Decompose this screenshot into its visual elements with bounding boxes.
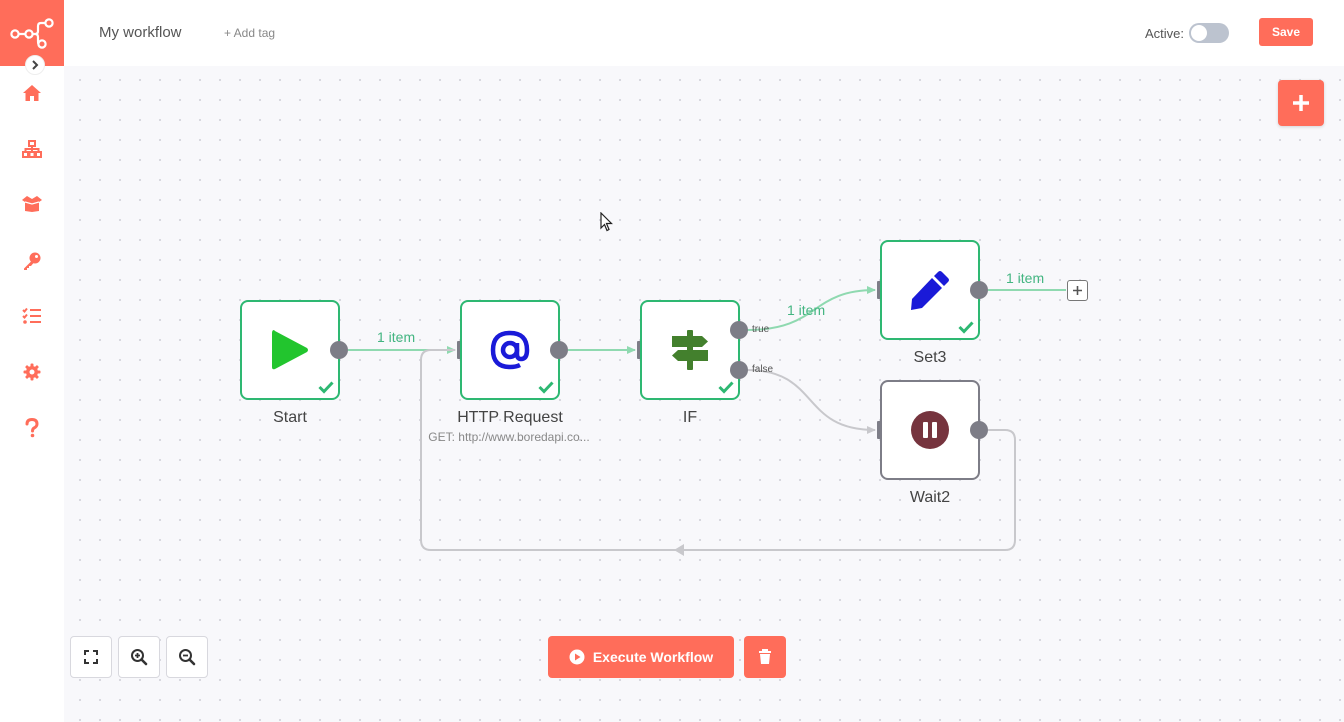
node-label-if: IF — [682, 409, 698, 426]
pen-icon — [911, 271, 949, 310]
mouse-pointer-icon — [600, 212, 613, 232]
plus-icon — [1073, 286, 1082, 295]
toggle-knob — [1191, 25, 1207, 41]
zoom-out-button[interactable] — [166, 636, 208, 678]
active-toggle[interactable] — [1189, 23, 1229, 43]
add-tag-link[interactable]: + Add tag — [224, 26, 276, 40]
add-node-button[interactable] — [1278, 80, 1324, 126]
output-port-if-true[interactable] — [730, 321, 748, 339]
node-start[interactable] — [240, 300, 340, 400]
success-check-icon — [538, 381, 554, 394]
execute-workflow-button[interactable]: Execute Workflow — [548, 636, 734, 678]
at-icon — [490, 330, 530, 370]
node-http-request[interactable] — [460, 300, 560, 400]
fullscreen-icon — [84, 650, 98, 664]
output-port-start[interactable] — [330, 341, 348, 359]
save-button[interactable]: Save — [1259, 18, 1313, 46]
output-port-wait2[interactable] — [970, 421, 988, 439]
edge-if-true-set3[interactable] — [746, 286, 876, 331]
network-icon — [22, 140, 42, 158]
node-label-set3: Set3 — [913, 349, 947, 366]
port-label-true: true — [752, 324, 770, 335]
output-port-set3[interactable] — [970, 281, 988, 299]
edge-wait2-loop-http[interactable] — [420, 349, 1016, 551]
edge-label-if-true: 1 item — [787, 302, 826, 318]
play-circle-icon — [569, 649, 585, 665]
zoom-out-icon — [179, 649, 196, 666]
node-set3[interactable] — [880, 240, 980, 340]
play-icon — [272, 330, 308, 370]
sidebar-item-settings[interactable] — [17, 357, 47, 387]
question-icon — [25, 418, 39, 438]
success-check-icon — [318, 381, 334, 394]
chevron-right-icon — [32, 60, 39, 70]
success-check-icon — [718, 381, 734, 394]
node-subtitle-http: GET: http://www.boredapi.co... — [428, 430, 590, 444]
sidebar-item-credentials[interactable] — [17, 246, 47, 276]
node-label-wait2: Wait2 — [909, 489, 951, 506]
plus-icon — [1293, 95, 1309, 111]
box-open-icon — [22, 196, 42, 212]
sidebar — [0, 0, 64, 722]
trash-icon — [759, 649, 771, 664]
node-if[interactable] — [640, 300, 740, 400]
signpost-icon — [672, 330, 708, 370]
edge-label-set3-out: 1 item — [1006, 270, 1045, 286]
workflow-name[interactable]: My workflow — [99, 24, 182, 41]
node-label-http: HTTP Request — [457, 409, 563, 426]
gear-icon — [23, 363, 41, 381]
success-check-icon — [958, 321, 974, 334]
sidebar-item-workflows[interactable] — [17, 134, 47, 164]
execute-workflow-label: Execute Workflow — [592, 649, 714, 665]
output-port-http[interactable] — [550, 341, 568, 359]
n8n-logo-icon — [10, 18, 54, 49]
home-icon — [23, 85, 41, 101]
sidebar-item-help[interactable] — [17, 413, 47, 443]
top-header: My workflow + Add tag Active: Save — [64, 0, 1344, 66]
edge-label-start-http: 1 item — [377, 329, 416, 345]
sidebar-item-executions[interactable] — [17, 301, 47, 331]
sidebar-item-home[interactable] — [17, 78, 47, 108]
zoom-in-icon — [131, 649, 148, 666]
zoom-in-button[interactable] — [118, 636, 160, 678]
active-label: Active: — [1145, 26, 1185, 41]
add-next-node-button[interactable] — [1067, 280, 1088, 301]
zoom-to-fit-button[interactable] — [70, 636, 112, 678]
port-label-false: false — [752, 364, 774, 375]
loop-arrow-icon — [674, 544, 684, 556]
tasks-icon — [22, 307, 41, 324]
edge-if-false-wait2[interactable] — [746, 369, 876, 434]
node-wait2[interactable] — [880, 380, 980, 480]
output-port-if-false[interactable] — [730, 361, 748, 379]
sidebar-expand-button[interactable] — [25, 55, 45, 75]
node-label-start: Start — [273, 409, 307, 426]
key-icon — [24, 252, 41, 270]
delete-execution-button[interactable] — [744, 636, 786, 678]
pause-icon — [911, 411, 949, 449]
sidebar-item-templates[interactable] — [17, 189, 47, 219]
